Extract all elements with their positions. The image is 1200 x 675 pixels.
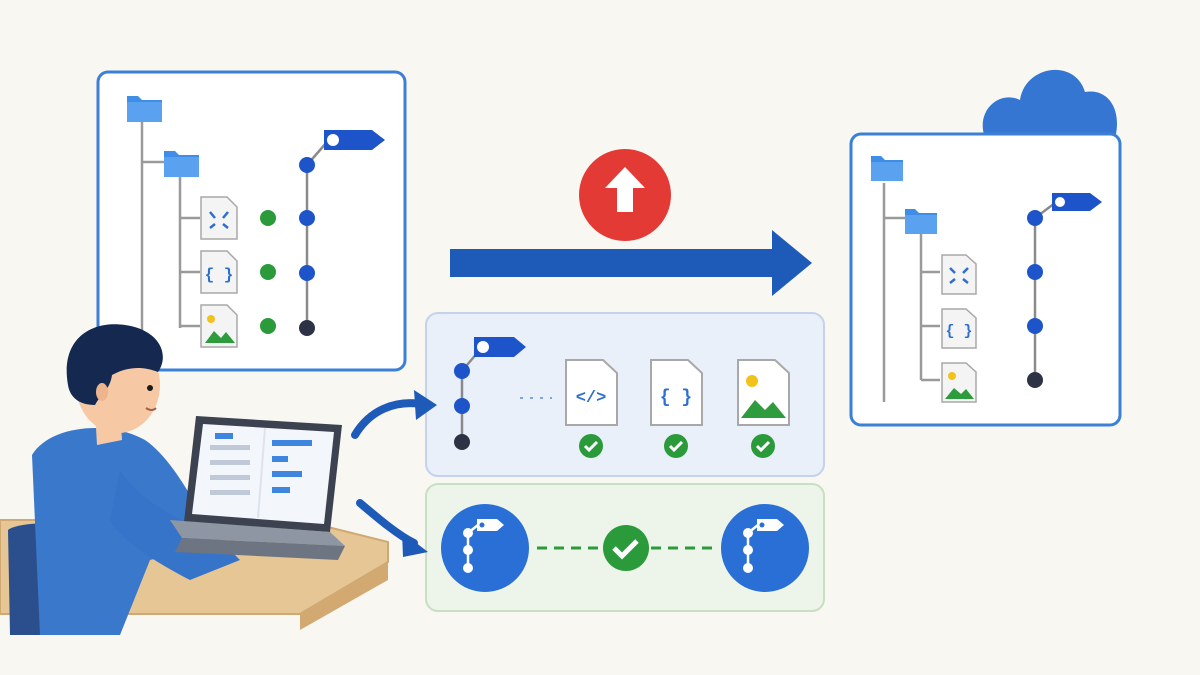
upload-arrow-icon [579, 149, 671, 241]
file-tree-lines [140, 122, 200, 330]
code-file-label: </> [576, 389, 607, 408]
commit-node-icon [454, 434, 470, 450]
json-file-icon: { } [200, 250, 238, 294]
laptop-icon [170, 416, 345, 560]
commit-node-icon [299, 320, 315, 336]
check-icon [603, 525, 649, 571]
image-file-icon [200, 304, 238, 348]
code-file-icon [200, 196, 238, 240]
commit-node-icon [299, 210, 315, 226]
staged-code-file-icon: </> [565, 359, 618, 426]
json-file-label: { } [205, 266, 234, 284]
check-icon [579, 434, 603, 458]
commit-node-icon [299, 265, 315, 281]
file-status-dot [260, 264, 276, 280]
tag-icon [1052, 193, 1102, 211]
commit-node-icon [1027, 210, 1043, 226]
commit-node-icon [454, 398, 470, 414]
tag-icon [474, 337, 526, 357]
remote-repo-badge-icon [721, 504, 809, 592]
tag-icon [324, 130, 385, 150]
sync-verification-panel [425, 483, 825, 612]
hair [66, 324, 163, 405]
remote-file-tree-lines [882, 183, 940, 402]
staged-files-panel: </> { } [425, 312, 825, 477]
commit-node-icon [454, 363, 470, 379]
commit-node-icon [1027, 372, 1043, 388]
remote-json-file-icon: { } [941, 308, 977, 349]
remote-image-file-icon [941, 362, 977, 403]
staged-image-file-icon [737, 359, 790, 426]
root-folder-icon [127, 96, 162, 122]
staged-commit-branch [454, 337, 526, 450]
remote-code-file-icon [941, 254, 977, 295]
staged-json-file-icon: { } [650, 359, 703, 426]
file-status-dot [260, 318, 276, 334]
staged-json-file-label: { } [660, 388, 692, 408]
cloud-icon [982, 69, 1117, 138]
local-repository-panel: { } [96, 70, 407, 372]
commit-node-icon [1027, 318, 1043, 334]
remote-root-folder-icon [871, 156, 903, 181]
push-arrow [450, 230, 812, 296]
file-status-dot [260, 210, 276, 226]
check-icon [751, 434, 775, 458]
commit-node-icon [299, 157, 315, 173]
subfolder-icon [164, 151, 199, 177]
remote-subfolder-icon [905, 209, 937, 234]
check-icon [664, 434, 688, 458]
remote-json-file-label: { } [945, 323, 972, 340]
remote-repository-panel: { } [849, 132, 1122, 427]
commit-history [299, 130, 385, 336]
flow-arrow-to-verify [356, 499, 428, 557]
remote-commit-history [1027, 193, 1102, 388]
commit-node-icon [1027, 264, 1043, 280]
flow-arrow-to-staging [351, 390, 437, 439]
local-repo-badge-icon [441, 504, 529, 592]
